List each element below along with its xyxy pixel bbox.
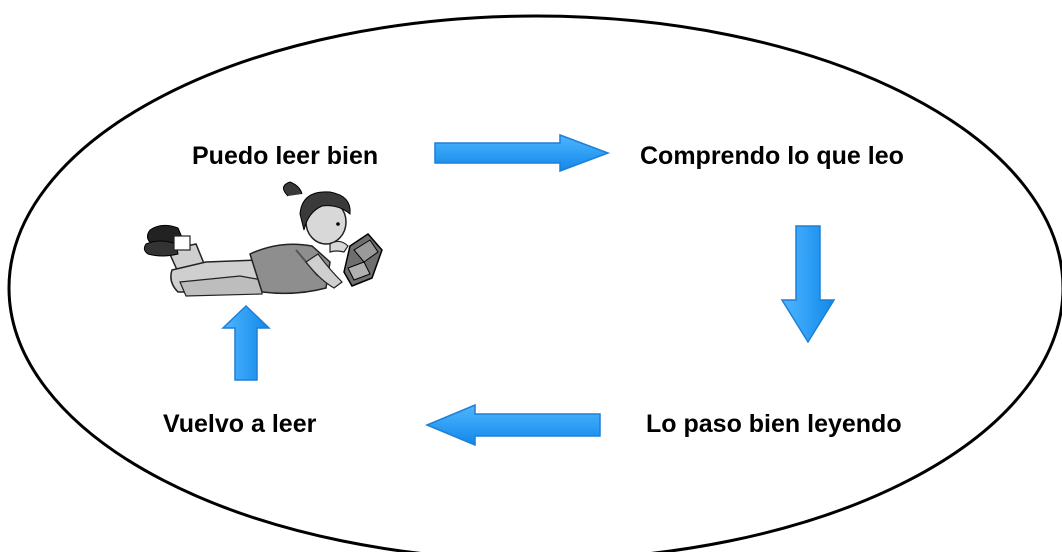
step-label-enjoy: Lo paso bien leyendo	[646, 410, 902, 438]
cycle-ellipse	[7, 14, 1062, 552]
arrow-down-icon	[780, 225, 836, 344]
step-label-understand: Comprendo lo que leo	[640, 142, 904, 170]
step-label-read-again: Vuelvo a leer	[163, 410, 317, 438]
arrow-up-icon	[221, 304, 271, 381]
arrow-left-icon	[425, 403, 601, 447]
step-label-read-well: Puedo leer bien	[192, 142, 378, 170]
arrow-right-icon	[434, 133, 611, 173]
girl-reading-icon	[143, 181, 383, 297]
